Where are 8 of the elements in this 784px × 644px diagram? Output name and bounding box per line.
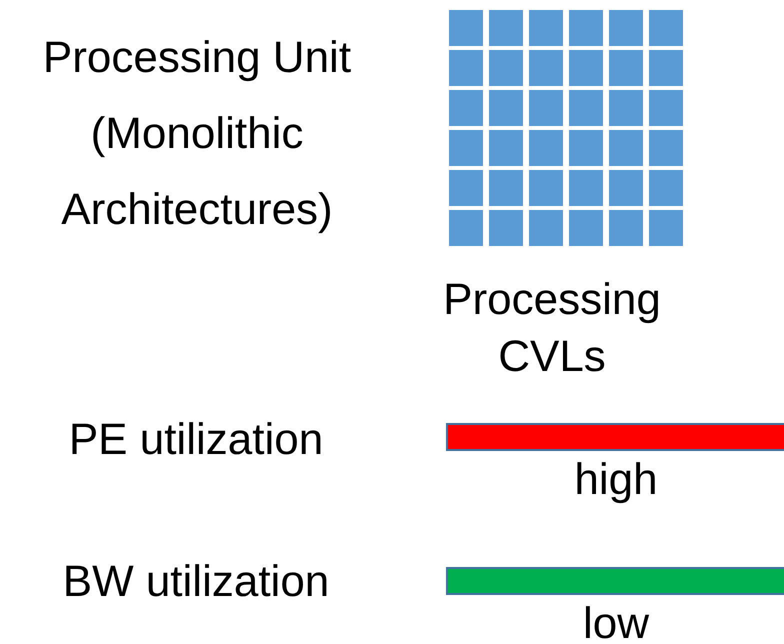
heading-label: Processing Unit (Monolithic Architectures) (42, 32, 352, 236)
metric-label: PE utilization (68, 414, 324, 466)
level-label: high (573, 454, 659, 506)
level-label: low (582, 598, 650, 644)
utilization-bar (446, 423, 784, 451)
utilization-bar (446, 567, 784, 595)
metric-label: BW utilization (62, 556, 330, 608)
grid-caption: Processing CVLs (442, 274, 662, 383)
